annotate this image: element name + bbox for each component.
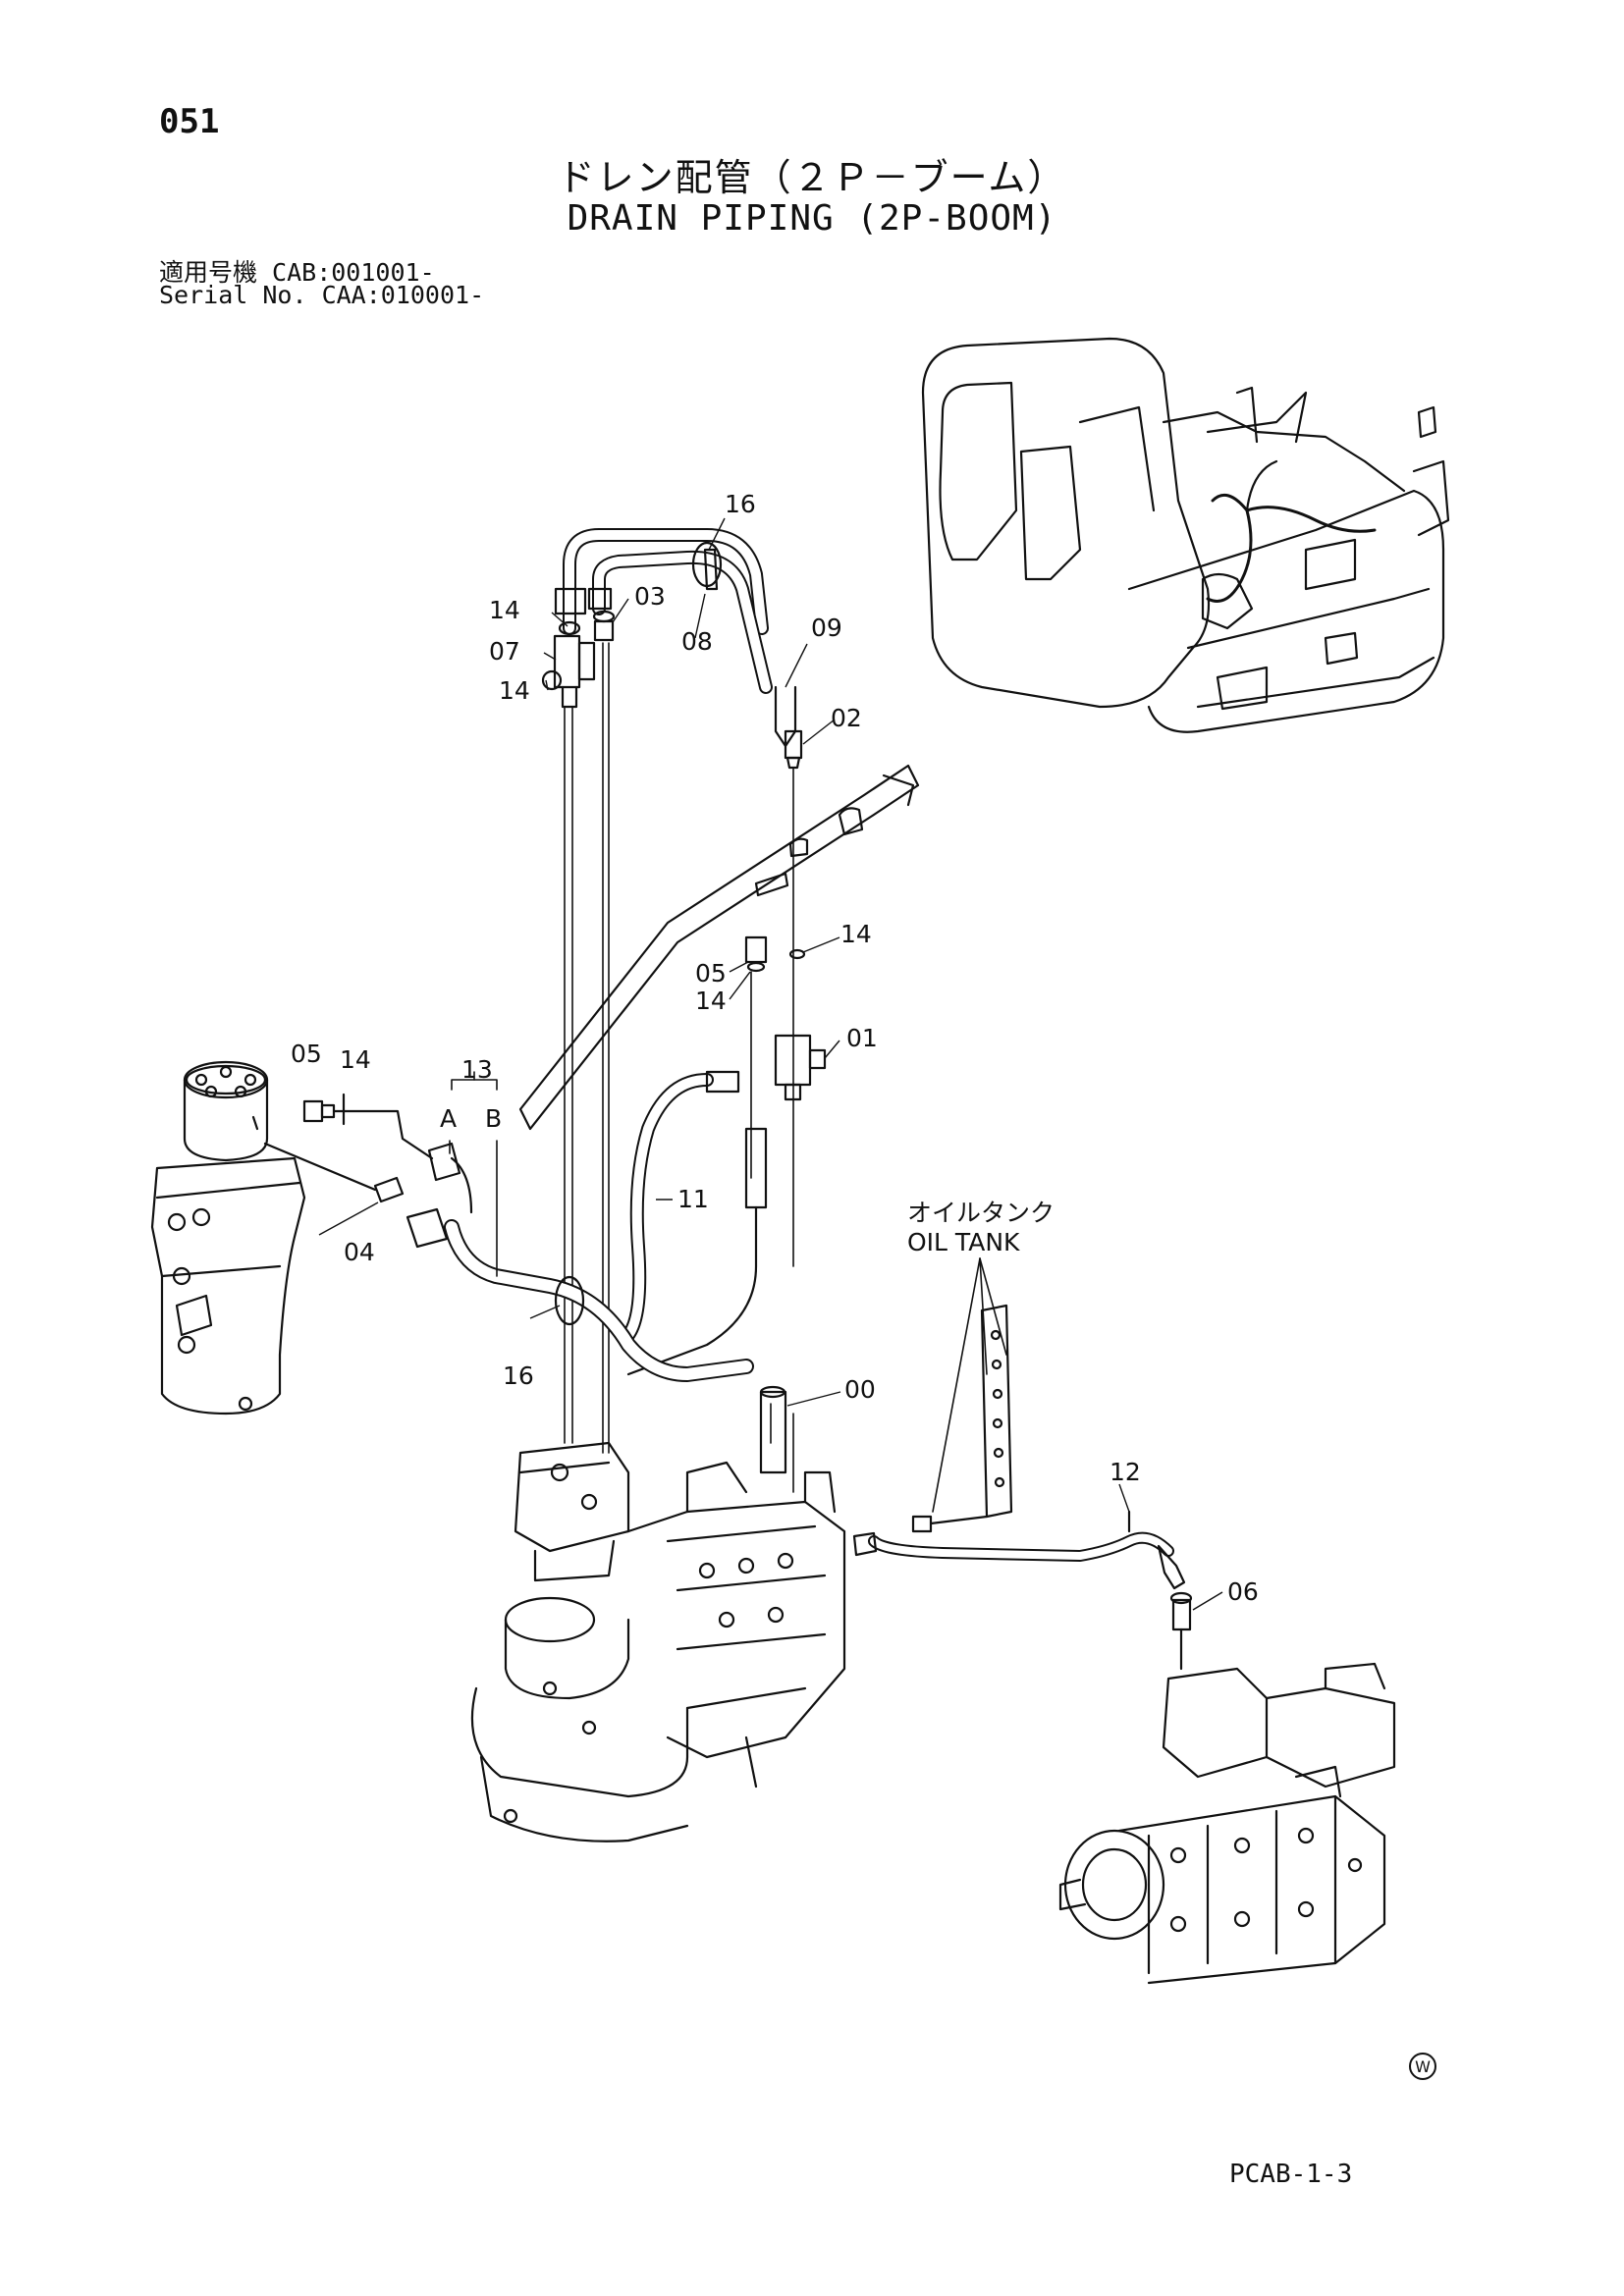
hose-11: [622, 1070, 768, 1376]
callout-14-e: 14: [340, 1045, 371, 1074]
hose-13: [406, 1142, 754, 1382]
callout-14-d: 14: [695, 987, 727, 1015]
callout-13: 13: [461, 1055, 493, 1084]
callout-05-a: 05: [695, 959, 727, 988]
callout-11: 11: [677, 1185, 709, 1213]
fitting-06: [1169, 1591, 1193, 1671]
tee-fitting-01: [774, 1034, 827, 1101]
callout-16-top: 16: [725, 490, 756, 518]
callout-08: 08: [681, 627, 713, 656]
title-english: DRAIN PIPING (2P-BOOM): [567, 198, 1057, 239]
oring-14-right: [788, 948, 806, 960]
serial-applicable-machines: 適用号機 CAB:001001-: [159, 258, 435, 287]
page-code: PCAB-1-3: [1229, 2160, 1353, 2189]
callout-05-b: 05: [291, 1040, 322, 1068]
guide-lines: [564, 642, 794, 1493]
fitting-03: [592, 610, 616, 642]
callout-07: 07: [489, 637, 520, 666]
callout-labels: 16 14 03 07 08 09 14 02 14 05 14 01 05 1…: [291, 490, 1259, 1606]
oil-tank-illustration: [980, 1304, 1013, 1519]
callout-14-a: 14: [489, 596, 520, 624]
oil-tank-label-en: OIL TANK: [907, 1228, 1020, 1256]
swing-motor-and-control-valve-illustration: [470, 1441, 846, 1842]
w-mark-letter: W: [1415, 2057, 1431, 2076]
page-number: 051: [159, 102, 220, 141]
callout-04: 04: [344, 1238, 375, 1266]
main-pump-illustration: [1058, 1662, 1396, 1985]
callout-00: 00: [844, 1375, 876, 1404]
oil-tank-label-ja: オイルタンク: [907, 1199, 1055, 1227]
port-a-label: A: [440, 1104, 457, 1133]
callout-14-c: 14: [840, 920, 872, 948]
serial-number: Serial No. CAA:010001-: [159, 281, 485, 309]
callout-09: 09: [811, 614, 842, 642]
top-hose-assembly: [554, 528, 797, 748]
callout-06: 06: [1227, 1577, 1259, 1606]
swivel-joint-illustration: [150, 1060, 306, 1415]
fitting-02: [784, 729, 803, 770]
callout-14-b: 14: [499, 676, 530, 705]
callout-12: 12: [1110, 1458, 1141, 1486]
bracket-13: [449, 1071, 498, 1277]
hose-12: [852, 1510, 1186, 1590]
callout-01: 01: [846, 1024, 878, 1052]
fitting-05-left: [302, 1093, 434, 1160]
leader-oil-tank: [932, 1257, 1007, 1513]
w-mark-icon: W: [1409, 2053, 1436, 2080]
callout-leaders: [318, 517, 1223, 1611]
frame-bracket: [518, 764, 920, 1131]
callout-02: 02: [831, 704, 862, 732]
port-b-label: B: [485, 1104, 502, 1133]
title-japanese: ドレン配管（２Ｐ－ブーム）: [557, 156, 1067, 199]
fitting-07: [541, 620, 596, 709]
callout-03: 03: [634, 582, 666, 611]
fitting-05-upper: [744, 935, 768, 973]
clamp-16-lower: [554, 1275, 585, 1326]
excavator-overview-illustration: [921, 337, 1450, 733]
pipe-00: [759, 1385, 787, 1474]
callout-16-bottom: 16: [503, 1362, 534, 1390]
fitting-04: [263, 1142, 405, 1203]
